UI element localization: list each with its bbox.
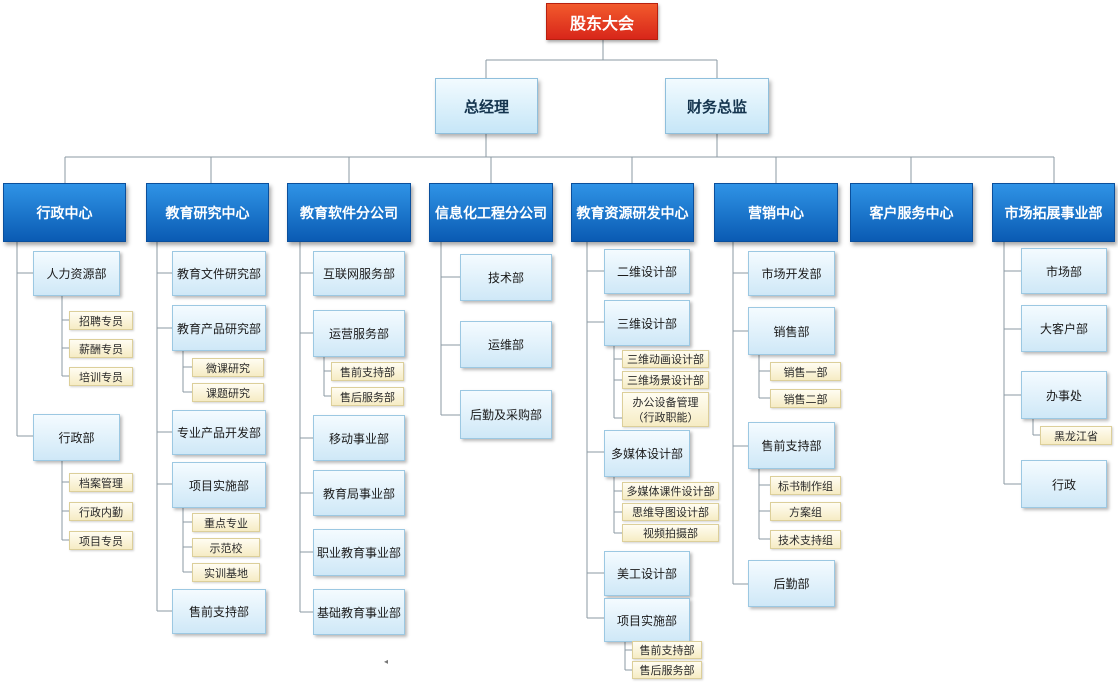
dept-customer-service: 客户服务中心 [850,183,973,242]
cfo-box: 财务总监 [665,78,769,134]
logistics-purchase-box: 后勤及采购部 [460,390,552,439]
leaf-training: 培训专员 [69,367,133,386]
leaf-project-specialist: 项目专员 [69,531,133,550]
leaf-compensation: 薪酬专员 [69,339,133,358]
leaf-microlesson: 微课研究 [192,358,264,377]
product-research-box: 教育产品研究部 [172,305,266,351]
mobile-business-box: 移动事业部 [313,415,405,461]
market-dept-box: 市场部 [1021,248,1107,294]
leaf-training-base: 实训基地 [192,563,260,582]
dept-education-software: 教育软件分公司 [287,183,411,242]
admin-office-box: 行政部 [33,414,120,461]
leaf-key-major: 重点专业 [192,513,260,532]
leaf-3d-scene: 三维场景设计部 [622,371,709,389]
key-accounts-box: 大客户部 [1021,305,1107,352]
dept-it-engineering: 信息化工程分公司 [429,183,553,242]
dept-education-research: 教育研究中心 [146,183,269,242]
leaf-mindmap-design: 思维导图设计部 [622,503,719,521]
ops-dept-box: 运维部 [460,321,552,368]
leaf-solutions: 方案组 [770,502,841,521]
vocational-edu-box: 职业教育事业部 [313,529,405,576]
dept-marketing: 营销中心 [714,183,838,242]
leaf-tech-support: 技术支持组 [770,530,841,549]
leaf-video-shooting: 视频拍摄部 [622,524,719,542]
tech-dept-box: 技术部 [460,254,552,301]
leaf-internal-affairs: 行政内勤 [69,502,133,521]
leaf-sales-1: 销售一部 [770,362,841,381]
design-2d-box: 二维设计部 [604,249,690,294]
pointer-icon: ◂ [384,657,389,666]
leaf-recruitment: 招聘专员 [69,311,133,330]
leaf-heilongjiang: 黑龙江省 [1040,426,1112,445]
leaf-impl-aftersales: 售后服务部 [632,661,702,679]
presales-support-box: 售前支持部 [172,589,266,634]
edu-bureau-box: 教育局事业部 [313,470,405,516]
marketing-presales-box: 售前支持部 [748,422,835,469]
design-3d-box: 三维设计部 [604,300,690,346]
internet-service-box: 互联网服务部 [313,251,405,296]
leaf-3d-animation: 三维动画设计部 [622,350,709,368]
equipment-line-1: 办公设备管理 [632,395,699,409]
project-impl-box: 项目实施部 [172,462,266,508]
resource-project-impl-box: 项目实施部 [604,598,690,642]
leaf-topic-research: 课题研究 [192,383,264,402]
leaf-sales-2: 销售二部 [770,389,841,408]
leaf-model-school: 示范校 [192,538,260,557]
dept-resource-dev: 教育资源研发中心 [571,183,694,242]
dept-market-expansion: 市场拓展事业部 [992,183,1115,242]
leaf-presales: 售前支持部 [331,362,404,381]
market-dev-box: 市场开发部 [748,251,835,296]
marketing-logistics-box: 后勤部 [748,560,835,607]
sales-dept-box: 销售部 [748,307,835,355]
leaf-aftersales: 售后服务部 [331,387,404,406]
dept-admin-center: 行政中心 [3,183,126,242]
leaf-impl-presales: 售前支持部 [632,641,702,659]
expansion-admin-box: 行政 [1021,460,1107,508]
branch-office-box: 办事处 [1021,371,1107,419]
leaf-office-equipment: 办公设备管理 （行政职能） [622,392,709,427]
basic-edu-box: 基础教育事业部 [313,589,405,635]
doc-research-box: 教育文件研究部 [172,251,266,296]
art-design-box: 美工设计部 [604,551,690,596]
hr-dept-box: 人力资源部 [33,251,120,296]
leaf-courseware-design: 多媒体课件设计部 [622,482,719,500]
equipment-line-2: （行政职能） [632,410,699,424]
leaf-bid-docs: 标书制作组 [770,476,841,495]
general-manager-box: 总经理 [435,78,538,134]
pro-product-dev-box: 专业产品开发部 [172,410,266,455]
operations-service-box: 运营服务部 [313,310,405,357]
shareholders-meeting-box: 股东大会 [546,3,658,40]
multimedia-design-box: 多媒体设计部 [604,430,690,477]
leaf-archives: 档案管理 [69,473,133,492]
